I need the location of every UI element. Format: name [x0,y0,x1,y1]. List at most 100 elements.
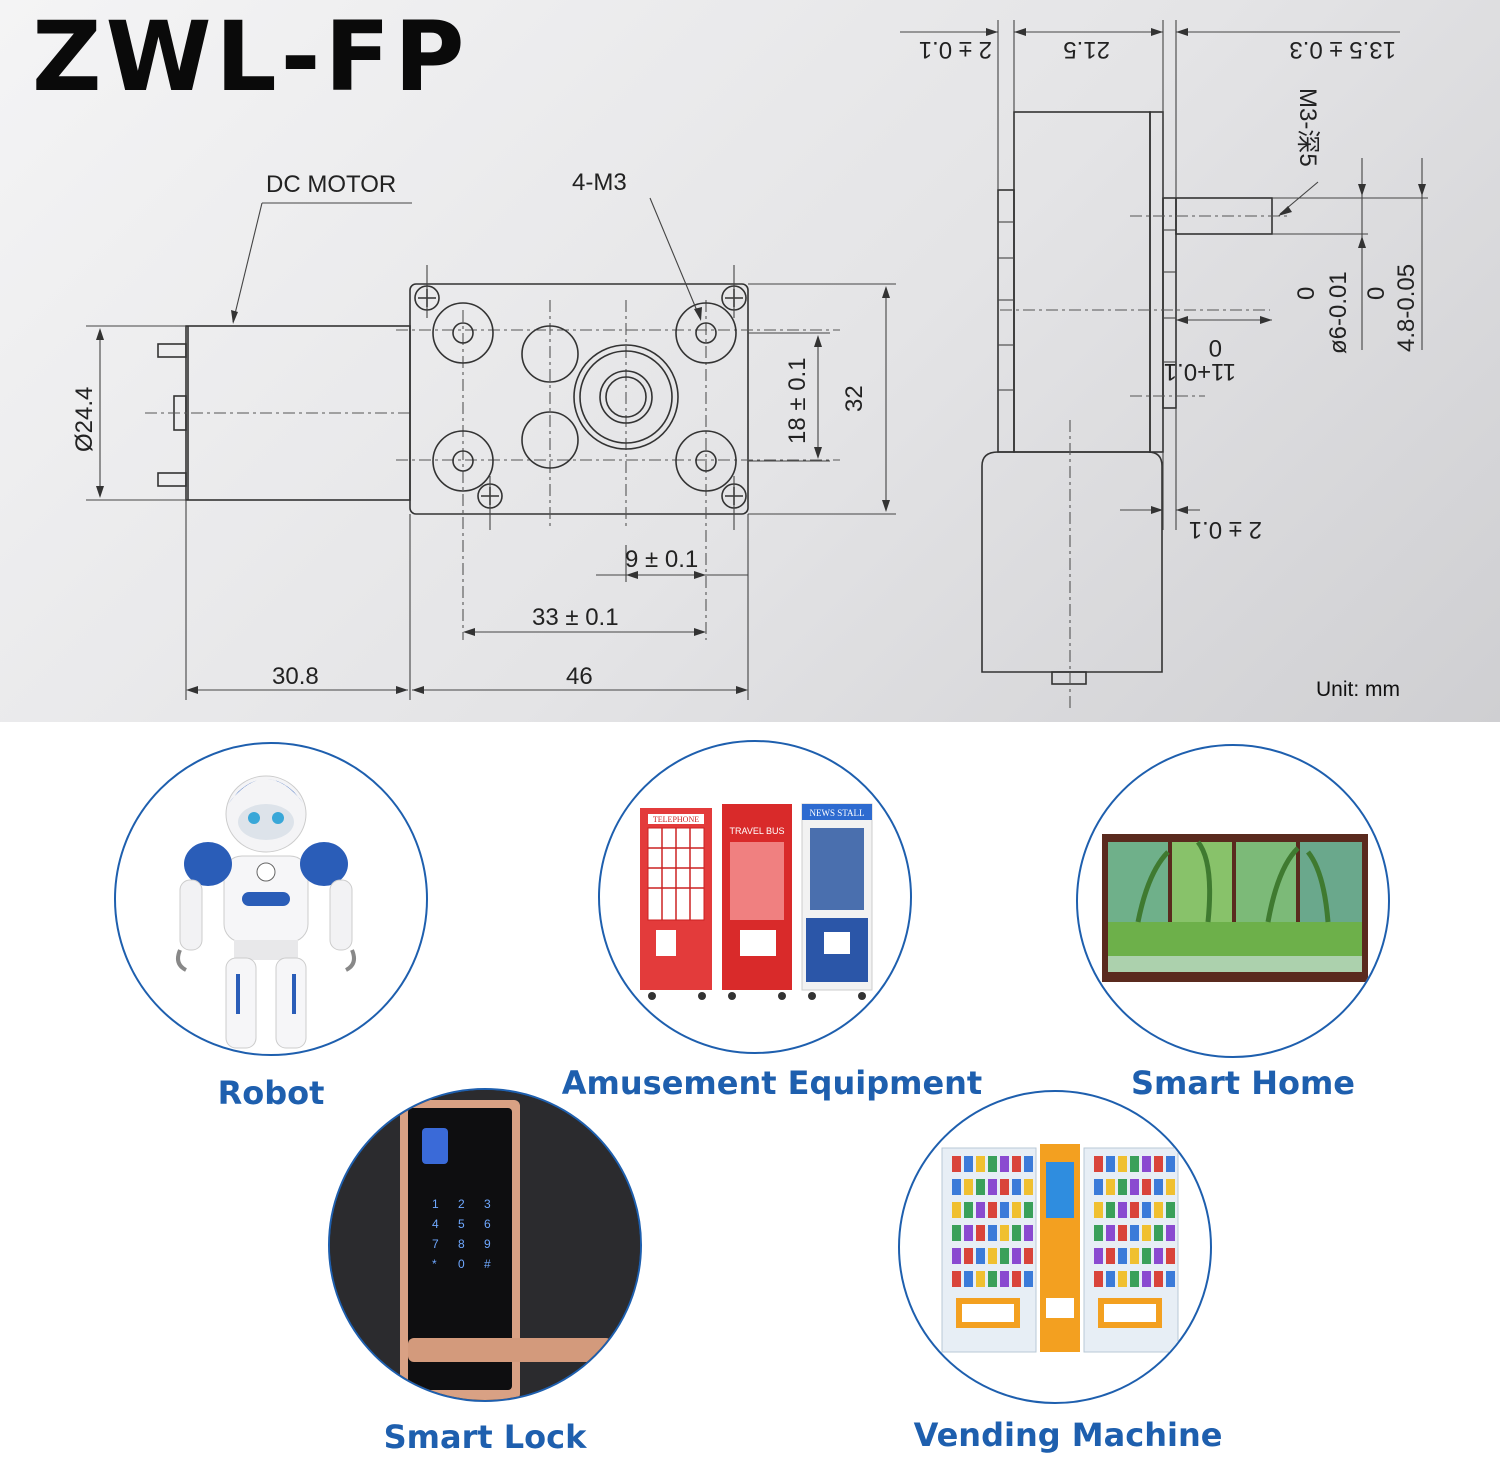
product-item [1154,1248,1163,1264]
sign-telephone: TELEPHONE [653,815,699,824]
product-item [964,1225,973,1241]
dim-bottom-2: 2 ± 0.1 [1189,516,1262,543]
product-item [976,1248,985,1264]
product-item [988,1248,997,1264]
application-robot-image [114,742,428,1056]
drawing-canvas: ZWL-FP Ø24.4 DC MOTOR 4-M3 [32,1,1428,710]
product-item [1166,1202,1175,1218]
product-item [1118,1202,1127,1218]
motor-shaft-end [1051,671,1087,685]
product-item [1024,1248,1033,1264]
product-item [1130,1248,1139,1264]
unit-label: Unit: mm [1316,678,1400,701]
application-amusement-image: TELEPHONE TRAVEL BUS NEWS STALL [598,740,912,1054]
dim-shaft-6-zero: 0 [1293,287,1320,300]
product-item [964,1248,973,1264]
product-item [1012,1248,1021,1264]
product-item [1154,1202,1163,1218]
product-item [1024,1202,1033,1218]
keypad-key: 5 [458,1217,465,1231]
product-item [976,1202,985,1218]
product-item [1130,1225,1139,1241]
product-item [952,1156,961,1172]
dim-32: 32 [841,385,868,412]
sign-travel-bus: TRAVEL BUS [729,826,784,836]
product-item [1154,1156,1163,1172]
label-4-m3: 4-M3 [572,169,627,196]
motor-terminal-top [157,343,187,358]
product-item [1106,1271,1115,1287]
dim-top-2: 2 ± 0.1 [919,36,992,63]
product-item [1142,1271,1151,1287]
product-item [1024,1225,1033,1241]
product-item [1000,1248,1009,1264]
screw-bl [477,476,503,530]
product-item [1142,1179,1151,1195]
product-item [1106,1225,1115,1241]
product-item [952,1225,961,1241]
keypad-key: 1 [432,1197,439,1211]
application-vending-image [898,1090,1212,1404]
product-item [976,1225,985,1241]
product-item [1166,1248,1175,1264]
product-item [952,1248,961,1264]
product-item [1154,1271,1163,1287]
product-item [1000,1156,1009,1172]
product-item [976,1179,985,1195]
label-dc-motor: DC MOTOR [266,171,396,198]
product-item [1012,1179,1021,1195]
product-item [1094,1225,1103,1241]
product-item [1142,1156,1151,1172]
application-smart-home-label: Smart Home [1130,1064,1355,1102]
screw-tr [721,265,747,318]
product-item [1024,1179,1033,1195]
gearbox-plate [409,283,749,515]
product-item [1012,1271,1021,1287]
gearbox-rear-flange [997,189,1015,453]
product-item [988,1225,997,1241]
gearbox-side [1013,111,1151,453]
dim-18: 18 ± 0.1 [784,357,811,444]
product-item [1130,1271,1139,1287]
application-amusement-label: Amusement Equipment [561,1064,983,1102]
product-item [1094,1271,1103,1287]
screw-tl [414,265,440,318]
mounting-hole-tl [432,302,494,364]
application-smart-home-image [1076,744,1390,1058]
model-title: ZWL-FP [32,1,468,113]
gear-boss-lower [521,411,579,469]
mounting-hole-bl [432,430,494,492]
vending-machine-icon [941,1144,1179,1353]
dim-30-8: 30.8 [272,663,319,690]
window-icon [1102,834,1368,982]
dim-11: 11+0.1 [1164,358,1236,385]
product-item [1024,1271,1033,1287]
product-item [988,1202,997,1218]
mounting-hole-tr [675,302,737,364]
product-item [952,1202,961,1218]
product-item [1154,1179,1163,1195]
dim-shaft-4-8: 4.8-0.05 [1393,264,1420,352]
product-item [1106,1156,1115,1172]
application-smart-lock-label: Smart Lock [383,1418,587,1456]
product-item [964,1271,973,1287]
product-item [1012,1225,1021,1241]
product-item [1154,1225,1163,1241]
dim-top-21-5: 21.5 [1063,36,1110,63]
vending-shelves [952,1156,1175,1287]
product-item [1118,1225,1127,1241]
product-item [1166,1179,1175,1195]
product-item [1118,1271,1127,1287]
gearbox-front-flange [1162,197,1177,409]
screw-br [721,476,747,530]
dim-11-zero: 0 [1209,334,1222,361]
product-item [1130,1156,1139,1172]
product-item [1106,1248,1115,1264]
product-item [1118,1248,1127,1264]
motor-terminal-bottom [157,472,187,487]
technical-drawing: ZWL-FP Ø24.4 DC MOTOR 4-M3 [0,0,1500,722]
product-item [1012,1202,1021,1218]
application-vending-label: Vending Machine [913,1416,1223,1454]
